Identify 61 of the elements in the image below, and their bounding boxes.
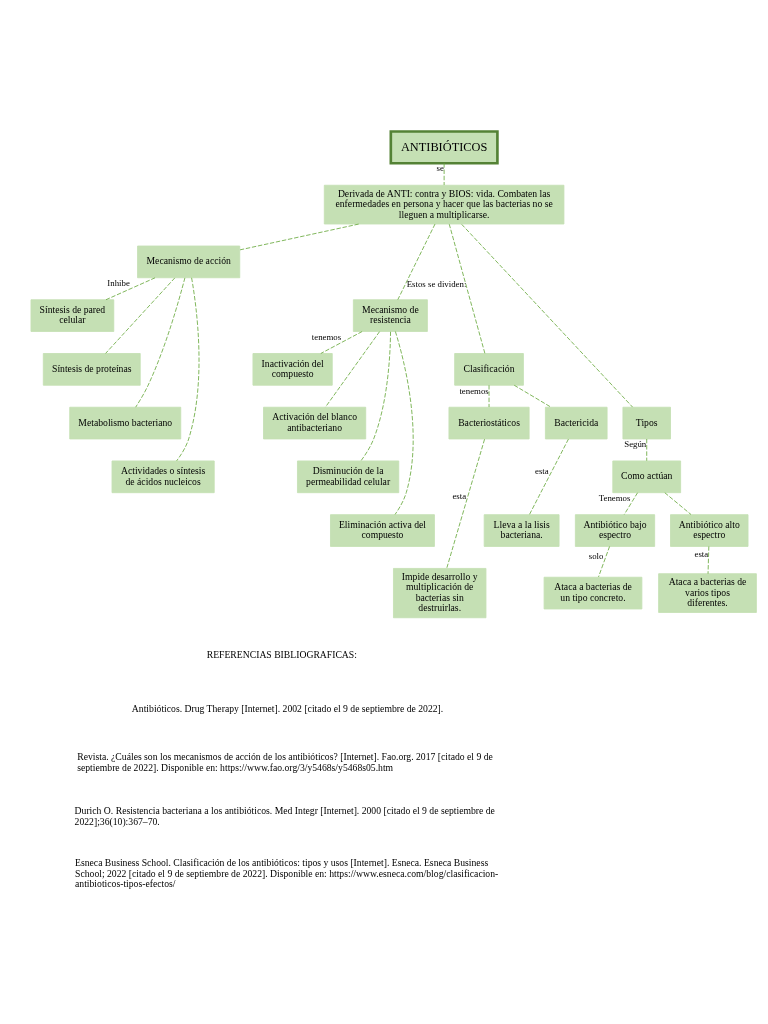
connector: [325, 330, 380, 408]
node-box: Disminución de la permeabilidad celular: [297, 460, 400, 493]
edge-label: esta: [535, 465, 549, 476]
node-box: Tipos: [622, 406, 671, 439]
node-box: Actividades o síntesis de ácidos nucleicos: [111, 460, 215, 493]
node-box: Eliminación activa del compuesto: [330, 513, 435, 547]
label: Revista. ¿Cuáles son los mecanismos de acción de los antibióticos? [Internet]. Fao.org. 2017 [citado el 9 de septiembre de 2022]. Disponible en: https://www.fao.org/3/y5468s/y5468s05.htm: [77, 750, 493, 773]
node-box: Bactericida: [544, 406, 608, 439]
node-box: Metabolismo bacteriano: [69, 406, 182, 439]
edge-label: solo: [588, 550, 604, 561]
label: Durich O. Resistencia bacteriana a los antibióticos. Med Integr [Internet]. 2000 [citado el 9 de septiembre de 2022];36(10):367–70.: [74, 804, 495, 827]
node-box: ANTIBIÓTICOS: [389, 129, 499, 165]
node-box: Síntesis de proteínas: [42, 352, 141, 386]
edge-label: esta: [694, 548, 709, 559]
connector: [394, 330, 414, 515]
node-box: Antibiótico bajo espectro: [574, 513, 656, 547]
edge-label: Según: [624, 438, 647, 449]
node-box: Ataca a bacterias de varios tipos diferentes.: [658, 572, 757, 613]
connector: [360, 330, 391, 461]
connector: [529, 438, 569, 515]
node-box: Mecanismo de acción: [137, 245, 241, 278]
connector: [105, 276, 156, 300]
label: REFERENCIAS BIBLIOGRAFICAS:: [206, 648, 357, 660]
connector: [105, 277, 176, 354]
connector: [461, 223, 634, 408]
connector: [513, 384, 552, 408]
node-box: Lleva a la lisis bacteriana.: [483, 513, 560, 547]
connector: [488, 384, 490, 407]
node-box: Impide desarrollo y multiplicación de bacterias sin destruirlas.: [393, 567, 487, 618]
node-box: Clasificación: [454, 352, 524, 386]
node-box: Inactivación del compuesto: [252, 352, 333, 386]
connector: [664, 491, 692, 515]
edge-label: Tenemos: [598, 492, 631, 503]
node-box: Como actúan: [612, 460, 682, 493]
connector: [623, 491, 638, 515]
label: Esneca Business School. Clasificación de los antibióticos: tipos y usos [Internet]. Esneca. Esneca Business School; 2022 [citado el 9 de septiembre de 2022]. Disponible en: https://www.esneca.com/blog/clasificacion-antibioticos-tipos-efectos/: [75, 856, 499, 889]
connector: [443, 162, 445, 185]
connector: [707, 545, 710, 574]
connector: [135, 276, 186, 408]
node-box: Antibiótico alto espectro: [670, 513, 749, 547]
connector: [598, 545, 610, 577]
connector: [448, 223, 486, 354]
node-box: Ataca a bacterias de un tipo concreto.: [543, 576, 643, 609]
edge-label: se: [436, 162, 444, 173]
connector: [320, 330, 363, 354]
edge-label: Estos se dividen:: [406, 278, 467, 289]
connector: [646, 438, 648, 461]
connector: [446, 438, 485, 569]
node-box: Activación del blanco antibacteriano: [263, 406, 367, 439]
edge-label: tenemos: [311, 331, 342, 342]
node-box: Mecanismo de resistencia: [352, 298, 428, 332]
node-box: Derivada de ANTI: contra y BIOS: vida. Combaten las enfermedades en persona y hacer que las bacterias no se lleguen a multiplicarse.: [323, 184, 565, 224]
edge-label: tenemos: [459, 385, 489, 395]
node-box: Bacteriostáticos: [448, 406, 530, 439]
label: Antibióticos. Drug Therapy [Internet]. 2002 [citado el 9 de septiembre de 2022].: [131, 702, 444, 714]
node-box: Síntesis de pared celular: [30, 298, 115, 332]
connector: [397, 223, 436, 300]
edge-label: Inhibe: [107, 277, 130, 288]
connector: [176, 276, 200, 461]
edge-label: esta: [452, 490, 467, 501]
connector: [239, 223, 360, 250]
